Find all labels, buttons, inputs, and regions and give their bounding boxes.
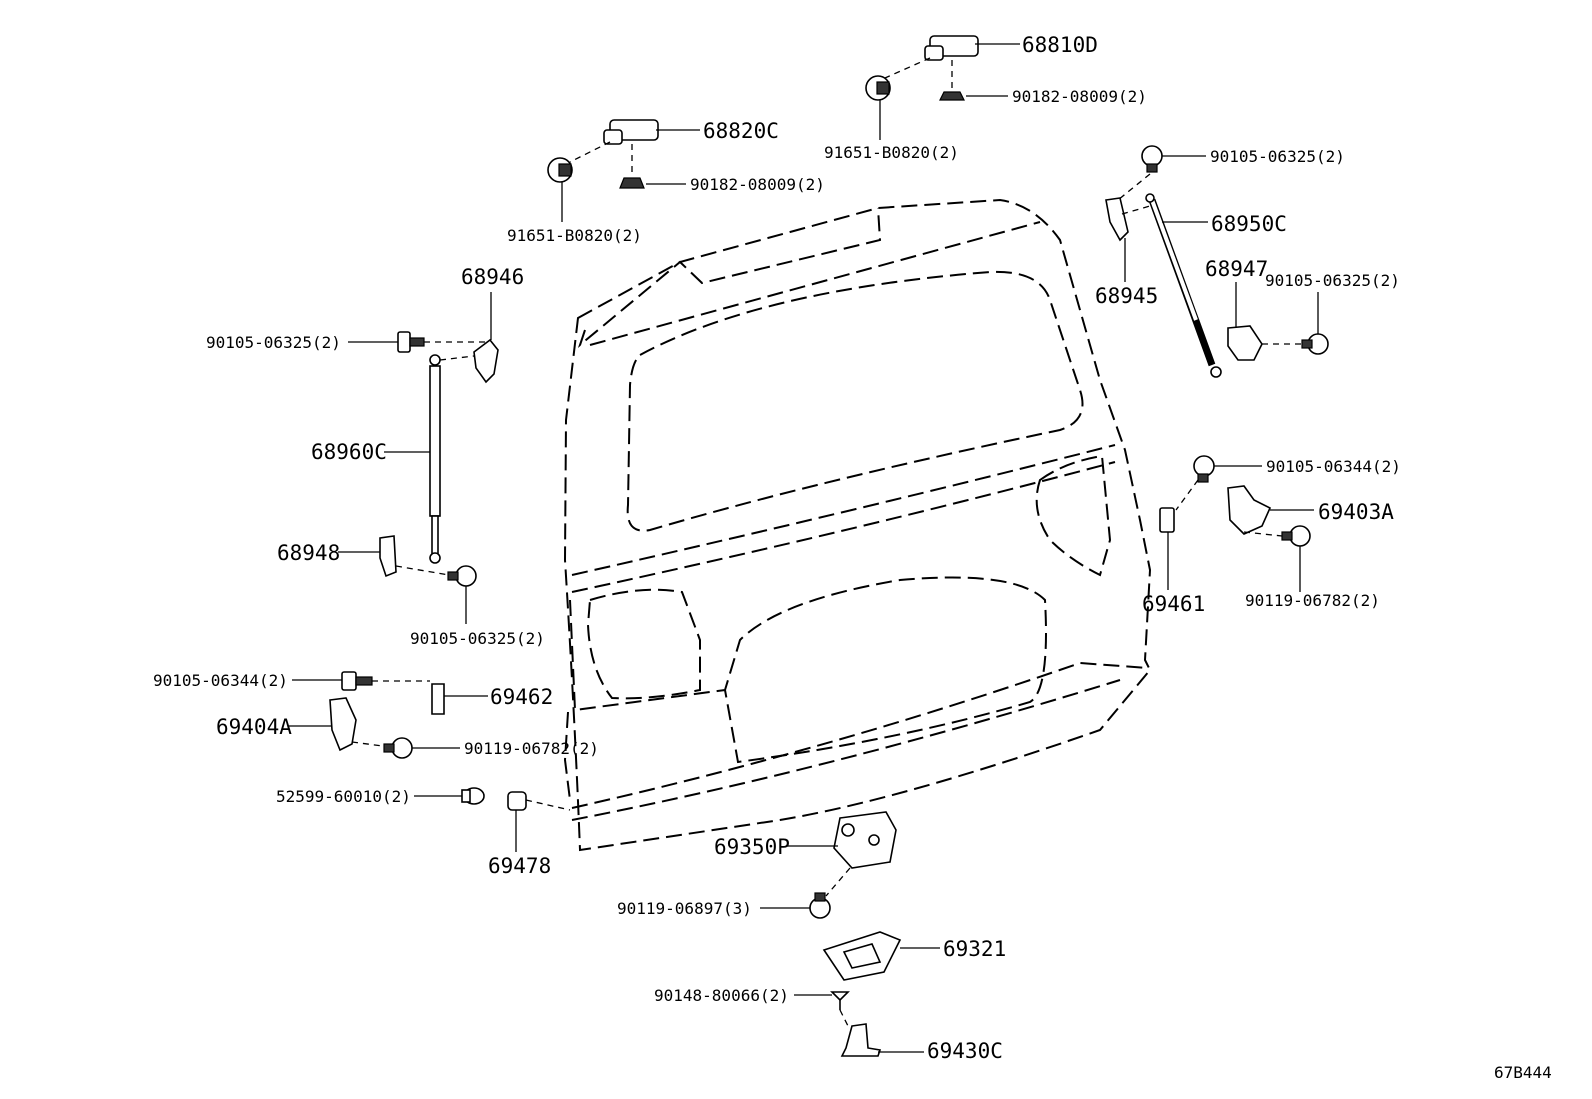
label-bumper-left: 69462	[490, 685, 553, 709]
label-bracket-upper-right: 68945	[1095, 284, 1158, 308]
label-bolt-striker-left: 90105-06344(2)	[153, 671, 288, 690]
back-door-panel	[563, 198, 1152, 852]
bolt-striker-right	[1175, 455, 1262, 511]
screw-striker	[794, 991, 850, 1027]
label-bolt-stay-upper-left: 90105-06325(2)	[206, 333, 341, 352]
bumper-left	[431, 683, 488, 715]
bolt-lock	[760, 892, 831, 919]
label-striker-left: 69404A	[216, 715, 292, 739]
cushion-2	[507, 791, 571, 852]
label-bolt-striker-right: 90105-06344(2)	[1266, 457, 1401, 476]
bracket-upper-left	[473, 292, 499, 384]
hinge-right	[884, 35, 1020, 90]
label-striker-right: 69403A	[1318, 500, 1394, 524]
label-hinge-left: 68820C	[703, 119, 779, 143]
label-bolt-stay-upper-right: 90105-06325(2)	[1210, 147, 1345, 166]
nut-right	[939, 91, 1008, 101]
diagram-id: 67B444	[1494, 1063, 1552, 1082]
bolt-stay-lower-right	[1301, 292, 1329, 355]
label-bolt-hinge-right: 91651-B0820(2)	[824, 143, 959, 162]
lock	[786, 811, 897, 897]
striker-lower	[840, 1023, 924, 1057]
label-bracket-lower-right: 68947	[1205, 257, 1268, 281]
label-bolt-hinge-left: 91651-B0820(2)	[507, 226, 642, 245]
bolt-stay-lower-left	[447, 565, 477, 624]
label-bolt-dovetail-right: 90119-06782(2)	[1245, 591, 1380, 610]
label-bracket-lower-left: 68948	[277, 541, 340, 565]
bolt-striker-left	[292, 671, 430, 691]
label-bolt-stay-lower-left: 90105-06325(2)	[410, 629, 545, 648]
bolt-dovetail-left	[383, 737, 460, 759]
bolt-hinge-left	[547, 157, 573, 222]
stay-left	[384, 354, 475, 564]
nut-left	[619, 177, 686, 189]
stay-right	[1145, 193, 1222, 378]
handle	[822, 931, 940, 981]
label-striker-lower: 69430C	[927, 1039, 1003, 1063]
bumper-right	[1159, 507, 1175, 590]
bolt-stay-upper-left	[348, 331, 486, 353]
bracket-lower-left	[338, 535, 456, 578]
label-lock: 69350P	[714, 835, 790, 859]
label-stay-right: 68950C	[1211, 212, 1287, 236]
label-bolt-lock: 90119-06897(3)	[617, 899, 752, 918]
label-hinge-right: 68810D	[1022, 33, 1098, 57]
cushion	[414, 787, 485, 805]
label-bolt-stay-lower-right: 90105-06325(2)	[1265, 271, 1400, 290]
label-cushion: 52599-60010(2)	[276, 787, 411, 806]
label-bumper-right: 69461	[1142, 592, 1205, 616]
label-nut-left: 90182-08009(2)	[690, 175, 825, 194]
label-handle: 69321	[943, 937, 1006, 961]
label-nut-right: 90182-08009(2)	[1012, 87, 1147, 106]
bracket-upper-right	[1105, 197, 1151, 282]
label-bolt-dovetail-left: 90119-06782(2)	[464, 739, 599, 758]
label-stay-left: 68960C	[311, 440, 387, 464]
label-cushion-2: 69478	[488, 854, 551, 878]
bolt-stay-upper-right	[1117, 145, 1206, 201]
hinge-left	[569, 119, 700, 176]
bolt-dovetail-right	[1281, 525, 1311, 592]
label-bracket-upper-left: 68946	[461, 265, 524, 289]
bolt-hinge-right	[865, 75, 891, 140]
striker-right	[1227, 485, 1314, 537]
bracket-lower-right	[1227, 282, 1302, 361]
striker-left	[288, 697, 399, 752]
label-screw-striker: 90148-80066(2)	[654, 986, 789, 1005]
